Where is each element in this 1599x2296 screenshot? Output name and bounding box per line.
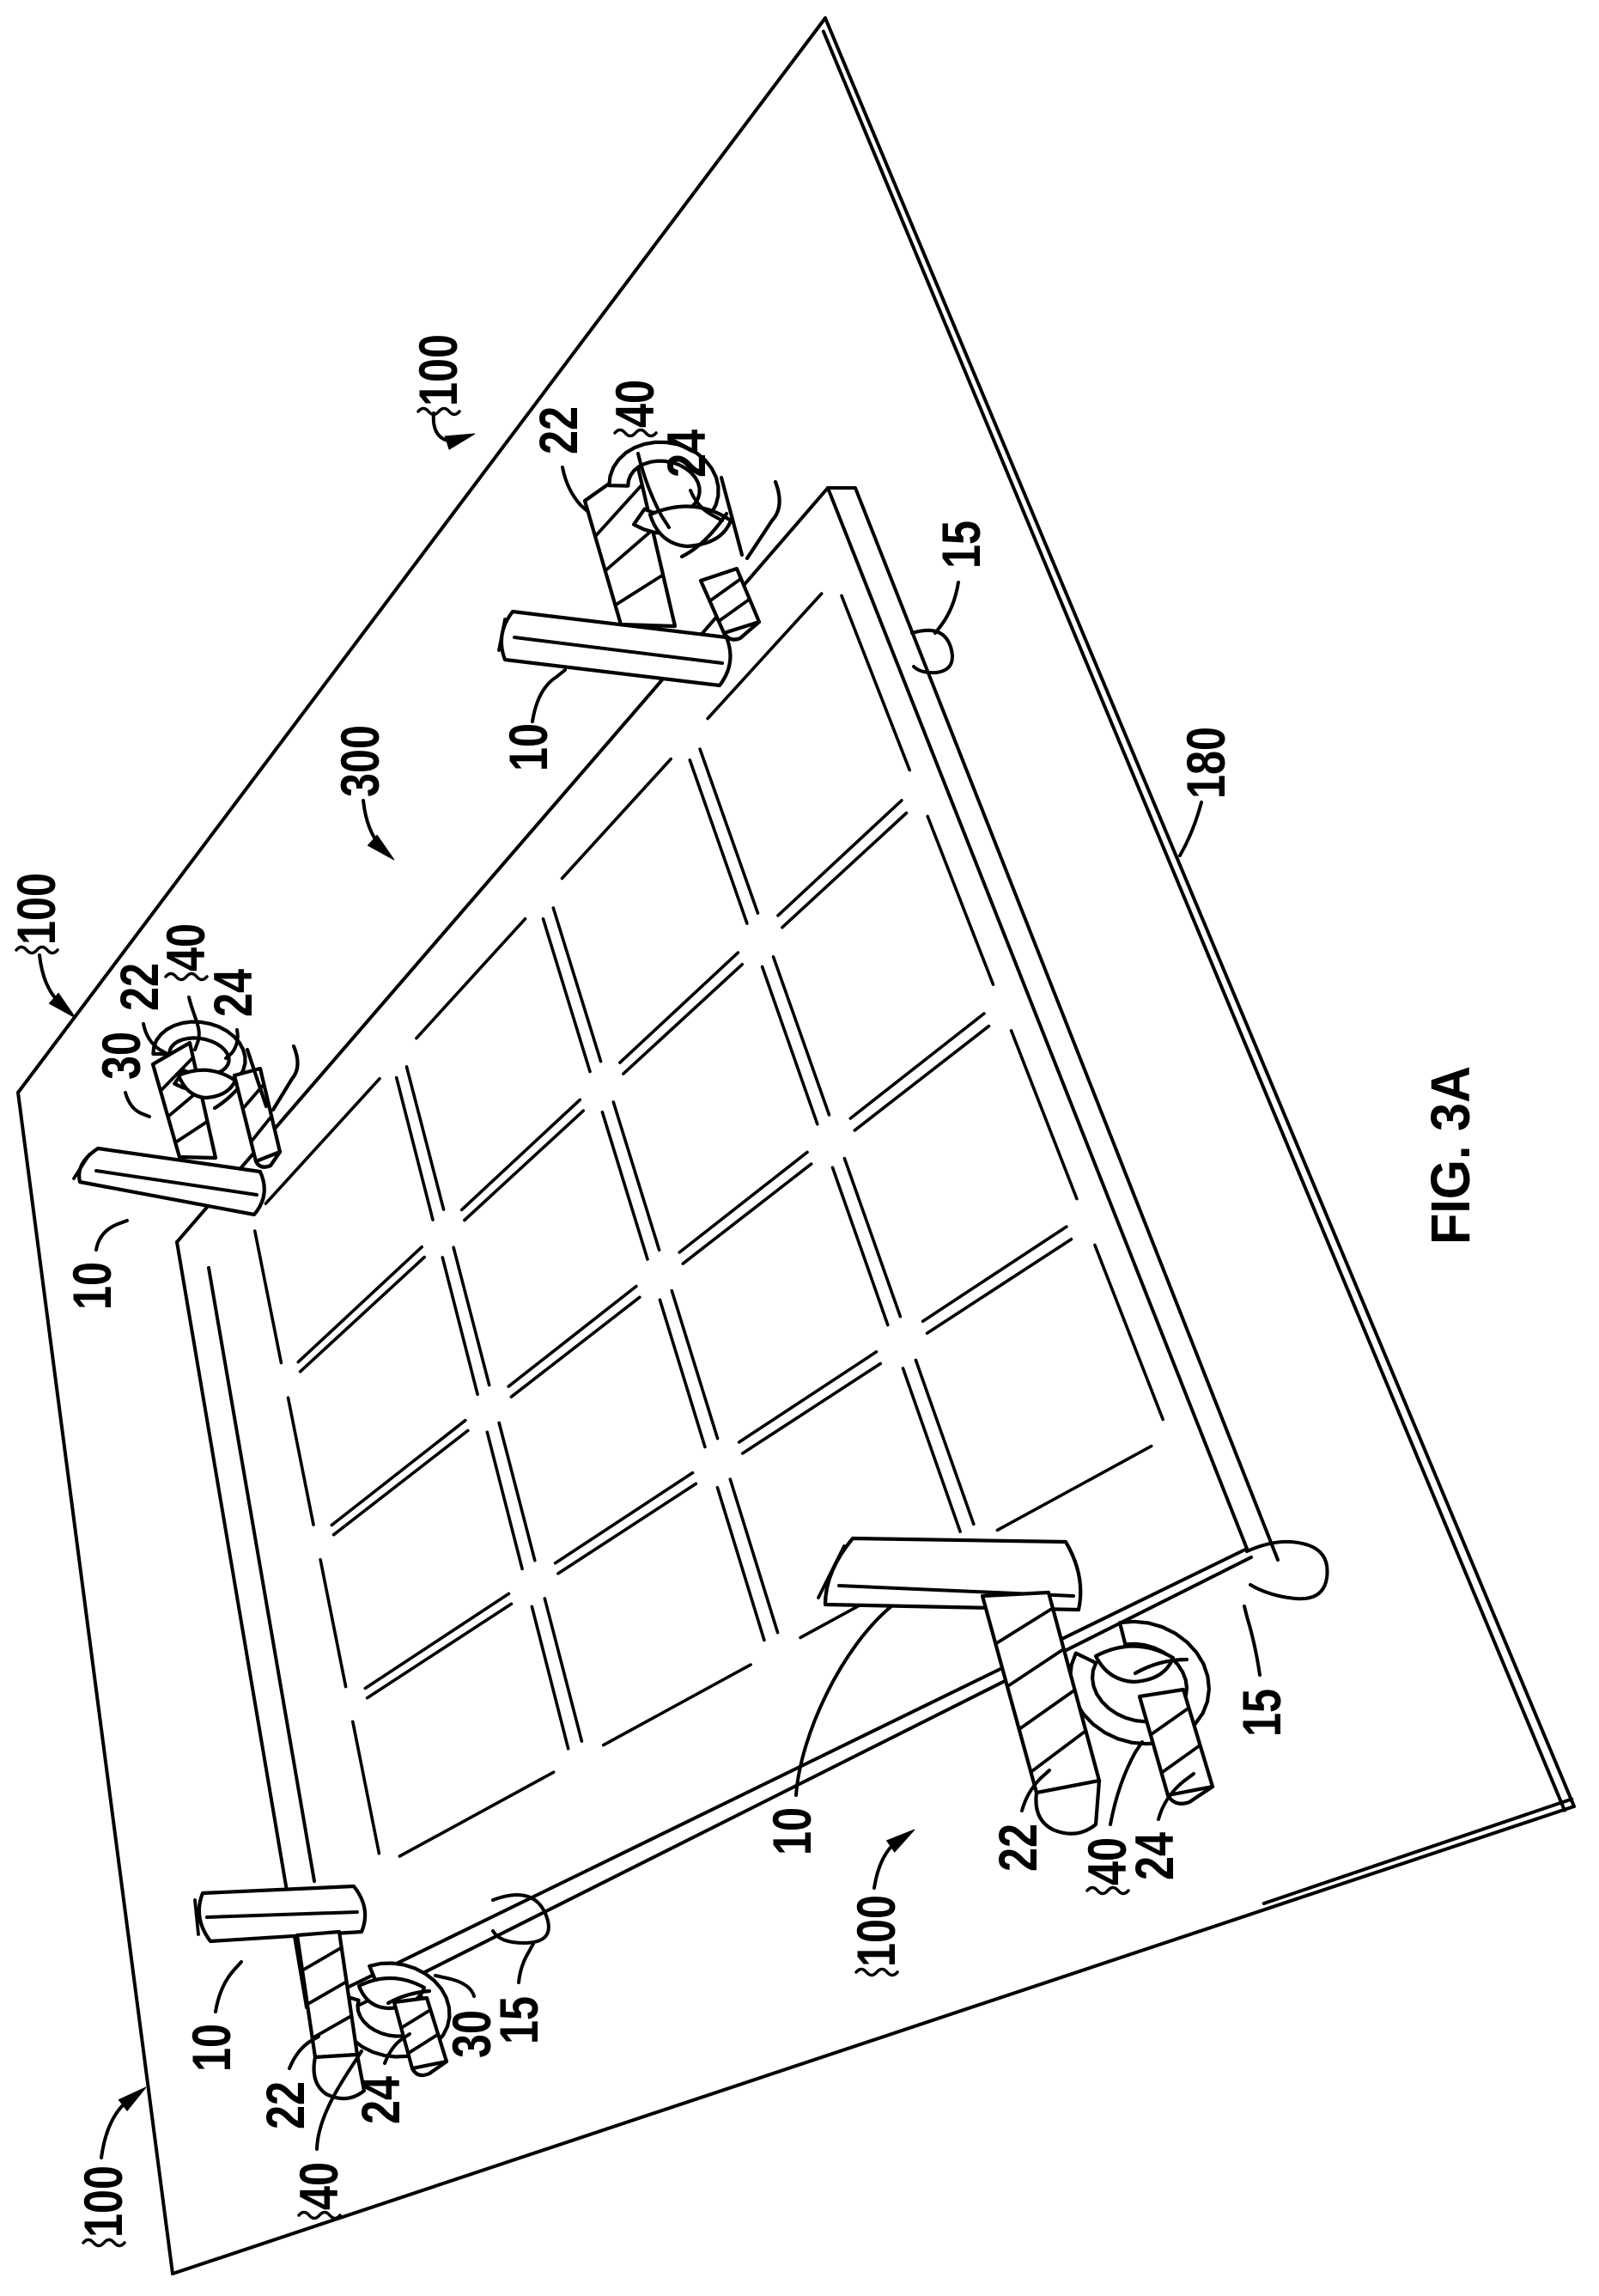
svg-text:100: 100 <box>74 2165 134 2238</box>
svg-text:180: 180 <box>1176 727 1237 799</box>
svg-text:10: 10 <box>763 1807 823 1855</box>
svg-text:22: 22 <box>529 406 589 454</box>
svg-text:300: 300 <box>331 725 391 797</box>
svg-text:24: 24 <box>1125 1832 1185 1880</box>
svg-text:24: 24 <box>657 429 717 478</box>
svg-text:24: 24 <box>204 969 264 1017</box>
svg-text:10: 10 <box>63 1262 123 1310</box>
svg-text:10: 10 <box>182 2024 242 2072</box>
svg-text:FIG. 3A: FIG. 3A <box>1420 1066 1481 1245</box>
svg-text:30: 30 <box>442 2010 502 2058</box>
svg-text:15: 15 <box>1232 1689 1292 1737</box>
svg-text:40: 40 <box>289 2162 350 2210</box>
svg-text:10: 10 <box>499 723 559 771</box>
svg-text:22: 22 <box>256 2081 316 2129</box>
svg-text:22: 22 <box>110 963 170 1011</box>
svg-text:15: 15 <box>489 1996 550 2044</box>
svg-text:30: 30 <box>92 1032 152 1080</box>
svg-text:15: 15 <box>932 521 992 569</box>
svg-text:40: 40 <box>156 923 216 971</box>
svg-text:40: 40 <box>1078 1837 1138 1885</box>
svg-text:24: 24 <box>351 2076 411 2124</box>
svg-text:40: 40 <box>605 380 666 428</box>
svg-text:100: 100 <box>7 873 67 945</box>
svg-text:100: 100 <box>409 334 469 406</box>
svg-text:100: 100 <box>847 1895 907 1967</box>
svg-text:22: 22 <box>988 1824 1049 1872</box>
